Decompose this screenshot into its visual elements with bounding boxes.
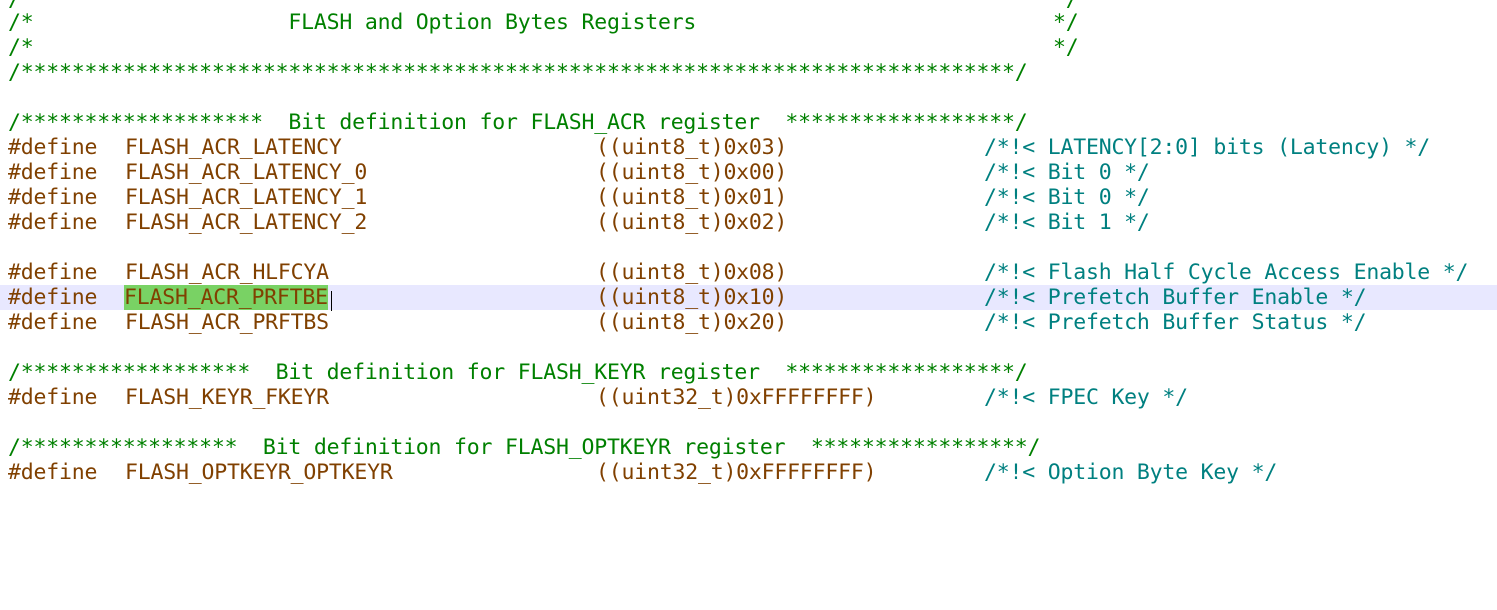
macro-value: ((uint8_t)0x00): [596, 160, 788, 185]
macro-name: FLASH_ACR_PRFTBS: [125, 310, 329, 335]
macro-name: FLASH_ACR_LATENCY_1: [125, 185, 368, 210]
doc-comment: /*!< Bit 1 */: [984, 210, 1150, 235]
macro-name: FLASH_OPTKEYR_OPTKEYR: [125, 460, 393, 485]
define-keyword: #define: [8, 385, 98, 410]
code-line-define-fkeyr[interactable]: #define FLASH_KEYR_FKEYR ((uint32_t)0xFF…: [0, 385, 1497, 410]
macro-value: ((uint8_t)0x20): [596, 310, 788, 335]
define-keyword: #define: [8, 260, 98, 285]
macro-value: ((uint8_t)0x02): [596, 210, 788, 235]
code-line-define-latency-0[interactable]: #define FLASH_ACR_LATENCY_0 ((uint8_t)0x…: [0, 160, 1497, 185]
macro-value: ((uint8_t)0x10): [596, 285, 788, 310]
doc-comment: /*!< Prefetch Buffer Status */: [984, 310, 1367, 335]
code-line-header-empty[interactable]: /* */: [0, 35, 1497, 60]
code-line-optkeyr-section-header[interactable]: /***************** Bit definition for FL…: [0, 435, 1497, 460]
macro-value: ((uint8_t)0x03): [596, 135, 788, 160]
code-line-define-latency[interactable]: #define FLASH_ACR_LATENCY ((uint8_t)0x03…: [0, 135, 1497, 160]
code-line-define-latency-1[interactable]: #define FLASH_ACR_LATENCY_1 ((uint8_t)0x…: [0, 185, 1497, 210]
comment-text: /***************************************…: [8, 60, 1028, 85]
define-keyword: #define: [8, 285, 98, 310]
macro-name: FLASH_ACR_LATENCY: [125, 135, 342, 160]
macro-name: FLASH_KEYR_FKEYR: [125, 385, 329, 410]
macro-value: ((uint32_t)0xFFFFFFFF): [596, 460, 877, 485]
code-line-acr-section-header[interactable]: /******************* Bit definition for …: [0, 110, 1497, 135]
macro-value: ((uint32_t)0xFFFFFFFF): [596, 385, 877, 410]
text-caret: [331, 288, 332, 313]
section-comment: /******************* Bit definition for …: [8, 110, 1028, 135]
comment-text: /* */: [8, 35, 1079, 60]
section-comment: /****************** Bit definition for F…: [8, 360, 1028, 385]
code-line-keyr-section-header[interactable]: /****************** Bit definition for F…: [0, 360, 1497, 385]
doc-comment: /*!< Prefetch Buffer Enable */: [984, 285, 1367, 310]
define-keyword: #define: [8, 135, 98, 160]
comment-text: /* FLASH and Option Bytes Registers */: [8, 10, 1079, 35]
doc-comment: /*!< Flash Half Cycle Access Enable */: [984, 260, 1469, 285]
define-keyword: #define: [8, 460, 98, 485]
selected-macro-name[interactable]: FLASH_ACR_PRFTBE: [124, 285, 328, 310]
macro-value: ((uint8_t)0x08): [596, 260, 788, 285]
define-keyword: #define: [8, 310, 98, 335]
code-editor[interactable]: /* */ /* FLASH and Option Bytes Register…: [0, 0, 1497, 485]
define-keyword: #define: [8, 160, 98, 185]
doc-comment: /*!< Bit 0 */: [984, 160, 1150, 185]
doc-comment: /*!< LATENCY[2:0] bits (Latency) */: [984, 135, 1431, 160]
macro-value: ((uint8_t)0x01): [596, 185, 788, 210]
macro-name: FLASH_ACR_HLFCYA: [125, 260, 329, 285]
doc-comment: /*!< Option Byte Key */: [984, 460, 1278, 485]
code-line-header-top[interactable]: /* */: [0, 0, 1497, 12]
macro-name: FLASH_ACR_LATENCY_2: [125, 210, 368, 235]
section-comment: /***************** Bit definition for FL…: [8, 435, 1041, 460]
code-line-define-optkeyr[interactable]: #define FLASH_OPTKEYR_OPTKEYR ((uint32_t…: [0, 460, 1497, 485]
doc-comment: /*!< Bit 0 */: [984, 185, 1150, 210]
code-line-define-prftbs[interactable]: #define FLASH_ACR_PRFTBS ((uint8_t)0x20)…: [0, 310, 1497, 335]
comment-text: /* */: [8, 0, 1079, 12]
define-keyword: #define: [8, 185, 98, 210]
code-line-define-latency-2[interactable]: #define FLASH_ACR_LATENCY_2 ((uint8_t)0x…: [0, 210, 1497, 235]
macro-name: FLASH_ACR_LATENCY_0: [125, 160, 368, 185]
code-line-define-prftbe-current[interactable]: #define FLASH_ACR_PRFTBE ((uint8_t)0x10)…: [0, 285, 1497, 313]
code-line-define-hlfcya[interactable]: #define FLASH_ACR_HLFCYA ((uint8_t)0x08)…: [0, 260, 1497, 285]
code-line-header-title[interactable]: /* FLASH and Option Bytes Registers */: [0, 10, 1497, 35]
doc-comment: /*!< FPEC Key */: [984, 385, 1188, 410]
define-keyword: #define: [8, 210, 98, 235]
code-line-header-stars[interactable]: /***************************************…: [0, 60, 1497, 85]
